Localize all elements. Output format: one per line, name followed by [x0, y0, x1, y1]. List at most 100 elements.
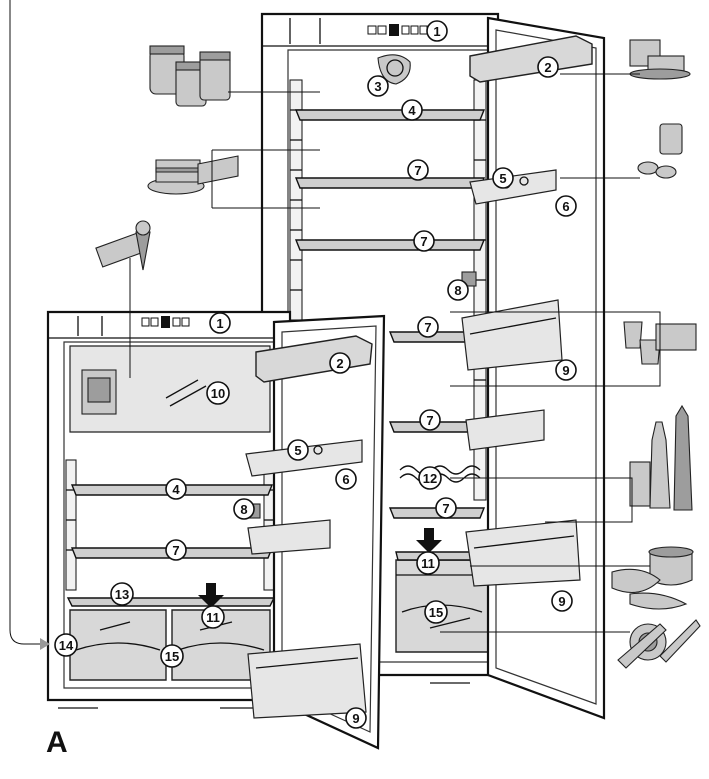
callout-number: 14 — [59, 638, 74, 653]
callout-circle — [555, 359, 577, 381]
callout-circle — [160, 644, 184, 668]
ice-cream-illustration — [95, 220, 151, 271]
callout-number: 7 — [442, 501, 449, 516]
callout-circle — [418, 466, 442, 490]
callout-number: 7 — [420, 234, 427, 249]
callout-c5-small: 5 — [287, 439, 309, 461]
callout-circle — [201, 605, 225, 629]
callout-circle — [335, 468, 357, 490]
callout-circle — [555, 195, 577, 217]
callout-c12-tall: 12 — [418, 466, 442, 490]
callout-c3-tall: 3 — [367, 75, 389, 97]
callout-c7d-tall: 7 — [419, 409, 441, 431]
cake-illustration — [147, 155, 239, 195]
callout-number: 8 — [454, 283, 461, 298]
callout-circle — [417, 316, 439, 338]
tall-shelf-7b — [294, 239, 486, 251]
callout-c15-tall: 15 — [424, 600, 448, 624]
callout-c2-small: 2 — [329, 352, 351, 374]
callout-number: 1 — [433, 24, 440, 39]
bottles-illustration — [629, 404, 693, 511]
callout-circle — [345, 707, 367, 729]
leader-lines — [9, 0, 661, 650]
callout-number: 2 — [336, 356, 343, 371]
cheese-illustration — [629, 39, 691, 80]
callout-c6-small: 6 — [335, 468, 357, 490]
callout-c10-small: 10 — [206, 381, 230, 405]
callout-number: 7 — [424, 320, 431, 335]
callout-c7c-tall: 7 — [417, 316, 439, 338]
callout-number: 7 — [414, 163, 421, 178]
callout-c6-tall: 6 — [555, 195, 577, 217]
callout-number: 11 — [421, 556, 435, 571]
callout-circle — [426, 20, 448, 42]
figure-label: A — [46, 726, 68, 759]
callout-number: 8 — [240, 502, 247, 517]
callout-number: 3 — [374, 79, 381, 94]
small-down-arrow — [198, 583, 224, 608]
yogurt-butter-illustration — [623, 321, 697, 365]
callout-circle — [209, 312, 231, 334]
tall-door-bin-lower — [465, 519, 581, 587]
callout-c7b-tall: 7 — [413, 230, 435, 252]
callout-circle — [435, 497, 457, 519]
callout-c9b-tall: 9 — [551, 590, 573, 612]
callout-number: 9 — [352, 711, 359, 726]
callout-circle — [419, 409, 441, 431]
small-control-panel — [141, 316, 190, 328]
callout-number: 6 — [342, 472, 349, 487]
callout-c7a-tall: 7 — [407, 159, 429, 181]
callout-c4-tall: 4 — [401, 99, 423, 121]
callout-number: 11 — [206, 610, 220, 625]
callout-circle — [413, 230, 435, 252]
callout-c14-small: 14 — [54, 633, 78, 657]
small-door-bin-middle — [247, 519, 331, 555]
small-right-rail — [263, 459, 275, 591]
callout-c15-small: 15 — [160, 644, 184, 668]
callout-circle — [492, 167, 514, 189]
callout-number: 2 — [544, 60, 551, 75]
callout-circle — [416, 551, 440, 575]
small-left-rail — [65, 459, 77, 591]
callout-number: 9 — [562, 363, 569, 378]
callout-circle — [401, 99, 423, 121]
callout-c1-small: 1 — [209, 312, 231, 334]
callout-number: 7 — [426, 413, 433, 428]
callout-c1-tall: 1 — [426, 20, 448, 42]
callout-number: 15 — [429, 605, 443, 620]
tall-down-arrow — [416, 528, 442, 553]
callout-c4-small: 4 — [165, 478, 187, 500]
callout-circle — [424, 600, 448, 624]
callout-number: 5 — [499, 171, 506, 186]
callout-number: 1 — [216, 316, 223, 331]
tall-door-inner — [495, 29, 597, 705]
callout-circle — [367, 75, 389, 97]
callout-c2-tall: 2 — [537, 56, 559, 78]
tall-bottle-rack — [399, 465, 481, 475]
callout-circle — [537, 56, 559, 78]
callout-number: 9 — [558, 594, 565, 609]
callout-circle — [165, 478, 187, 500]
tall-shelf-7a — [294, 177, 486, 189]
small-crisper-cover — [66, 597, 276, 607]
callout-c13-small: 13 — [110, 582, 134, 606]
tall-door-egg-tray — [469, 169, 557, 205]
callout-c8-tall: 8 — [447, 279, 469, 301]
callout-number: 4 — [408, 103, 416, 118]
vegetables-illustration — [617, 619, 701, 669]
callout-c7-small: 7 — [165, 539, 187, 561]
callout-c8-small: 8 — [233, 498, 255, 520]
jars-illustration — [149, 45, 231, 107]
pot-meat-illustration — [611, 546, 694, 610]
callout-c9a-tall: 9 — [555, 359, 577, 381]
callout-circle — [407, 159, 429, 181]
callout-circle — [287, 439, 309, 461]
callout-number: 15 — [165, 649, 179, 664]
callout-number: 5 — [294, 443, 301, 458]
small-door-butter-compartment — [255, 335, 373, 383]
callout-circle — [54, 633, 78, 657]
tall-light-unit — [377, 54, 411, 85]
small-crisper-drawers — [69, 609, 271, 681]
